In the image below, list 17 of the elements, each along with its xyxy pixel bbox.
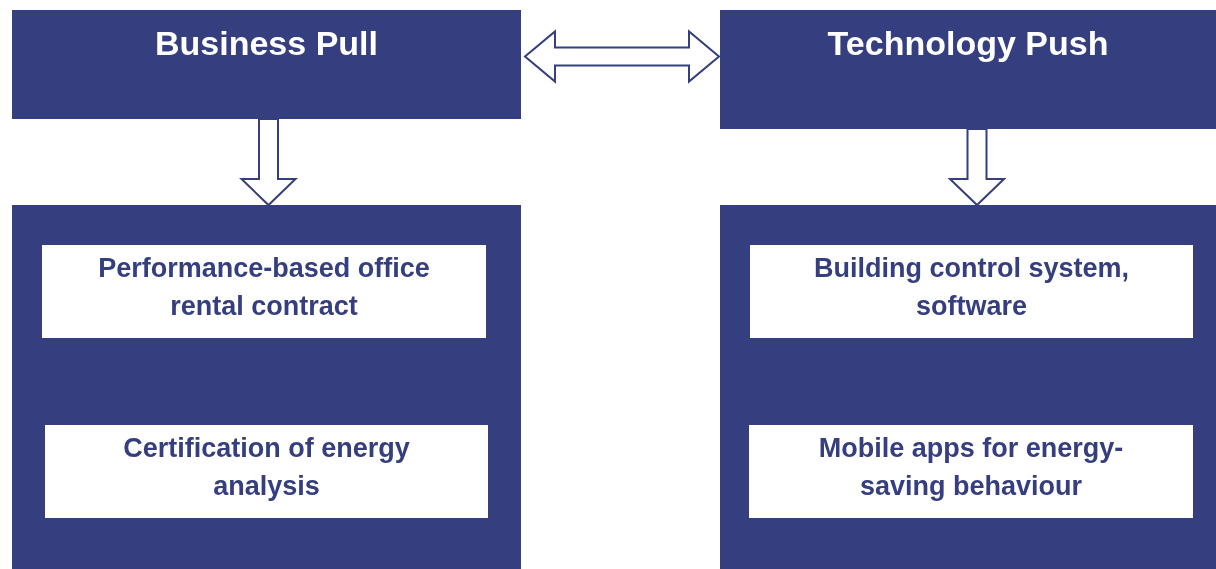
item-box — [748, 243, 1195, 340]
item-box — [43, 423, 490, 520]
panel-box — [12, 205, 521, 569]
block-arrow — [239, 118, 298, 207]
item-text: Building control system, software — [812, 251, 1130, 323]
item-text: Certification of energy analysis — [122, 431, 411, 503]
header-box — [12, 10, 521, 119]
header-text: Business Pull — [155, 24, 378, 62]
item-text: Performance-based office rental contract — [97, 251, 431, 323]
item-text: Mobile apps for energy-saving behaviour — [817, 431, 1125, 503]
header-text: Technology Push — [827, 24, 1109, 62]
double-block-arrow — [523, 29, 721, 84]
header-box — [720, 10, 1216, 129]
item-box — [747, 423, 1195, 520]
item-box — [40, 243, 488, 340]
block-arrow — [947, 128, 1007, 207]
panel-box — [720, 205, 1216, 569]
